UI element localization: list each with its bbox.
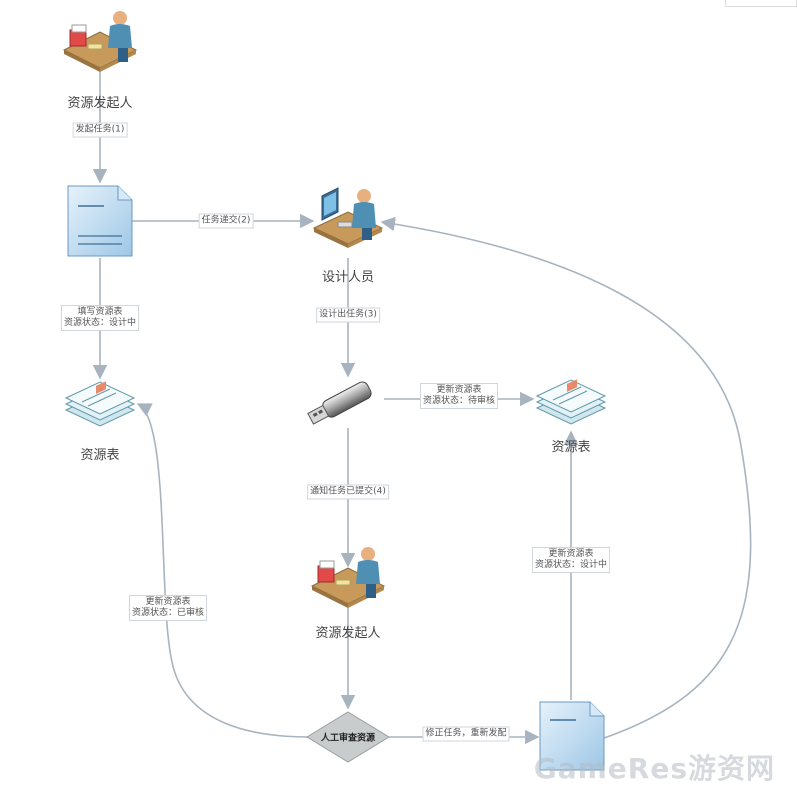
usb-drive-icon bbox=[307, 381, 372, 425]
edge-label-line: 通知任务已提交(4) bbox=[310, 486, 386, 497]
corner-frame bbox=[725, 0, 797, 7]
edge-label-line: 设计出任务(3) bbox=[319, 309, 377, 320]
edge-label-line: 修正任务，重新发配 bbox=[425, 728, 507, 739]
edge-label-line: 更新资源表 bbox=[548, 549, 594, 559]
edge-label-line: 资源状态：设计中 bbox=[63, 318, 137, 328]
initiator-top-label: 资源发起人 bbox=[67, 96, 133, 111]
edge-label-redistribute: 修正任务，重新发配 bbox=[422, 726, 510, 742]
edge-label-notify: 通知任务已提交(4) bbox=[307, 484, 389, 500]
resource-table-stack-icon bbox=[535, 379, 607, 425]
edge-label-line: 更新资源表 bbox=[436, 385, 482, 395]
review-decision-diamond[interactable] bbox=[306, 711, 390, 763]
watermark-logo: GameRes游资网 bbox=[533, 752, 775, 785]
edge-label-update-reviewed: 更新资源表 资源状态：已审核 bbox=[128, 595, 208, 621]
edge-label-line: 资源状态：设计中 bbox=[534, 560, 608, 570]
edge-label-line: 资源状态：已审核 bbox=[131, 608, 205, 618]
edge-label-line: 更新资源表 bbox=[145, 597, 191, 607]
edge-label-update-designing: 更新资源表 资源状态：设计中 bbox=[531, 547, 611, 573]
usb-drive-node[interactable] bbox=[306, 380, 373, 427]
edge-label-line: 发起任务(1) bbox=[75, 124, 125, 135]
edge-label-line: 填写资源表 bbox=[77, 307, 123, 317]
edge-label-line: 资源状态：待审核 bbox=[422, 396, 496, 406]
resource-table-left-node[interactable] bbox=[64, 381, 136, 427]
edge-label-design: 设计出任务(3) bbox=[316, 307, 380, 323]
resource-table-right-node[interactable] bbox=[535, 379, 607, 425]
resource-table-stack-icon bbox=[64, 381, 136, 427]
document-icon bbox=[67, 185, 133, 257]
initiator-bottom-label: 资源发起人 bbox=[315, 626, 381, 641]
person-at-desk-icon bbox=[62, 11, 138, 72]
initiator-top-node[interactable] bbox=[62, 11, 138, 72]
edge-label-update-pending: 更新资源表 资源状态：待审核 bbox=[419, 383, 499, 409]
edge-label-initiate: 发起任务(1) bbox=[72, 122, 128, 138]
person-at-desk-icon bbox=[310, 547, 386, 608]
designer-at-desk-icon bbox=[312, 187, 384, 248]
initiator-bottom-node[interactable] bbox=[310, 547, 386, 608]
resource-table-left-label: 资源表 bbox=[80, 448, 120, 463]
review-label: 人工审查资源 bbox=[320, 733, 376, 744]
correction-document-node[interactable] bbox=[539, 701, 605, 771]
task-document-node[interactable] bbox=[67, 185, 133, 257]
designer-label: 设计人员 bbox=[321, 270, 375, 285]
designer-node[interactable] bbox=[312, 187, 384, 248]
resource-table-right-label: 资源表 bbox=[551, 440, 591, 455]
edge-label-line: 任务递交(2) bbox=[201, 215, 251, 226]
document-icon bbox=[539, 701, 605, 771]
edge-label-submit: 任务递交(2) bbox=[198, 213, 254, 229]
edge-return-to-designer bbox=[380, 216, 752, 739]
edge-update-reviewed bbox=[136, 403, 309, 738]
edge-label-fill-table: 填写资源表 资源状态：设计中 bbox=[60, 305, 140, 331]
